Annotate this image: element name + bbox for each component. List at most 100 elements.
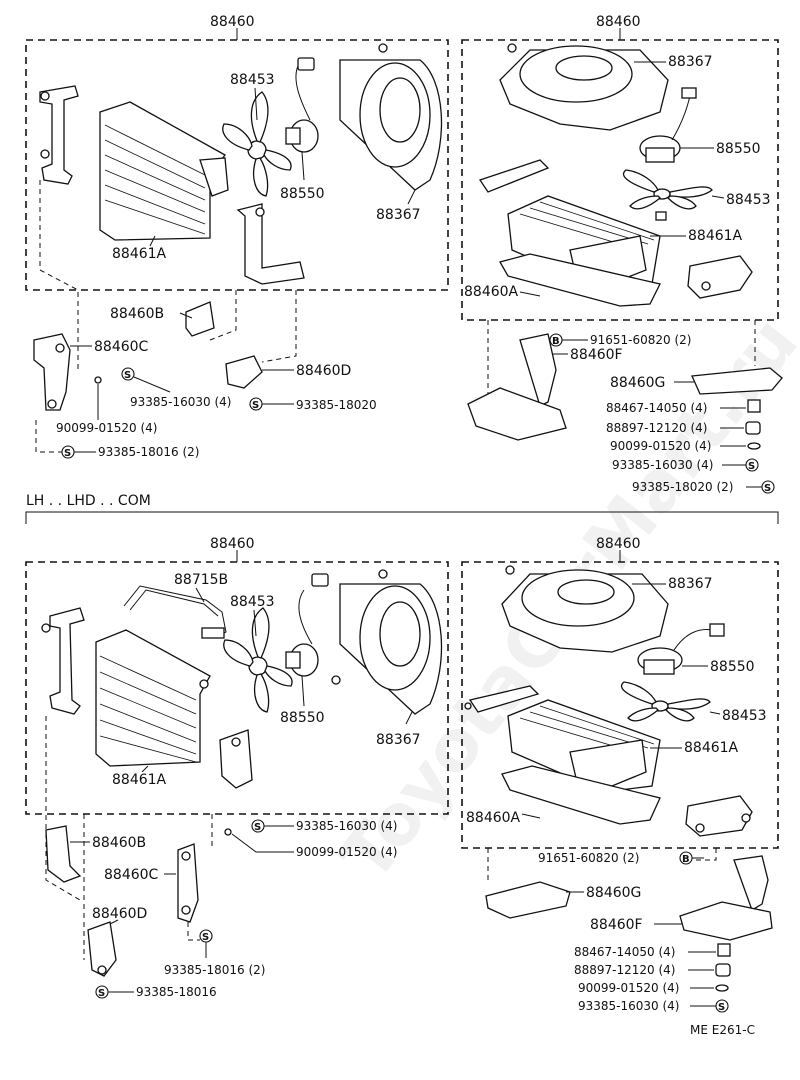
- tr-cushion-label: 88467-14050 (4): [606, 401, 708, 415]
- bl-motor: [285, 573, 341, 685]
- tl-condenser: [99, 101, 229, 241]
- br-bracket-f-label: 88460F: [590, 917, 643, 933]
- tr-side-mount: [687, 255, 753, 299]
- br-s-mark: S: [718, 1002, 725, 1013]
- br-shroud: [501, 565, 669, 653]
- br-collar-label: 88897-12120 (4): [574, 963, 676, 977]
- tr-bolt-18020-label: 93385-18020 (2): [632, 480, 734, 494]
- section-divider-label: LH . . LHD . . COM: [26, 493, 151, 509]
- tl-fan: [222, 91, 292, 197]
- tr-bracket-g-label: 88460G: [610, 375, 665, 391]
- br-bracket-a: [501, 765, 661, 825]
- br-bolt-16030-label: 93385-16030 (4): [578, 999, 680, 1013]
- bl-side-bracket: [41, 607, 85, 715]
- br-bolt-91651-label: 91651-60820 (2): [538, 851, 640, 865]
- tl-shroud: [339, 43, 443, 191]
- br-cushion-label: 88467-14050 (4): [574, 945, 676, 959]
- bl-shroud: [339, 569, 443, 715]
- bottom-right-group: 88460 88367 88550 88453: [461, 536, 779, 1013]
- br-motor-label: 88550: [710, 659, 755, 675]
- tl-s-mark-2: S: [252, 400, 259, 411]
- top-left-group: 88460: [25, 14, 449, 459]
- tr-collar-part: [745, 421, 761, 435]
- tl-bracket-d: [225, 355, 263, 389]
- tr-s-mark-1: S: [748, 461, 755, 472]
- br-fan: [620, 681, 711, 722]
- br-side-mount: [685, 795, 753, 837]
- br-b-mark: B: [682, 854, 690, 865]
- br-condenser-label: 88461A: [684, 740, 739, 756]
- tl-bracket-d-label: 88460D: [296, 363, 351, 379]
- tl-bracket-c: [33, 333, 71, 411]
- bl-assembly-label: 88460: [210, 536, 255, 552]
- br-condenser: [507, 699, 661, 793]
- bl-condenser-label: 88461A: [112, 772, 167, 788]
- bl-shroud-label: 88367: [376, 732, 421, 748]
- tl-nut-01520-label: 90099-01520 (4): [56, 421, 158, 435]
- tl-bolt-18016-label: 93385-18016 (2): [98, 445, 200, 459]
- br-top-bracket: [464, 685, 540, 713]
- bl-lower-bracket: [219, 729, 253, 789]
- tr-bolt-91651-label: 91651-60820 (2): [590, 333, 692, 347]
- bl-fan-label: 88453: [230, 594, 275, 610]
- bl-assembly-box: [25, 561, 449, 815]
- br-bracket-a-label: 88460A: [466, 810, 521, 826]
- bl-s-mark-2: S: [202, 932, 209, 943]
- bl-bolt-16030-label: 93385-16030 (4): [296, 819, 398, 833]
- bl-bracket-d-label: 88460D: [92, 906, 147, 922]
- tr-shroud: [499, 43, 669, 131]
- tr-condenser-label: 88461A: [688, 228, 743, 244]
- tr-motor: [639, 87, 697, 163]
- tl-s-mark-1: S: [124, 370, 131, 381]
- bl-bracket-d: [87, 921, 117, 977]
- section-divider: LH . . LHD . . COM: [25, 493, 779, 524]
- tr-motor-label: 88550: [716, 141, 761, 157]
- tr-bracket-g: [691, 367, 783, 395]
- bl-bracket-b: [45, 825, 82, 883]
- tr-fan: [622, 169, 713, 221]
- tr-bracket-f-label: 88460F: [570, 347, 623, 363]
- tl-lower-bracket: [236, 203, 305, 285]
- tl-bolt-18020-label: 93385-18020: [296, 398, 377, 412]
- bl-bracket-c: [177, 843, 199, 923]
- bl-pipe: [123, 585, 227, 639]
- br-cushion-part: [717, 943, 731, 957]
- br-shroud-label: 88367: [668, 576, 713, 592]
- tl-assembly-box: [25, 39, 449, 291]
- tl-bracket-b: [185, 301, 215, 337]
- br-collar-part: [715, 963, 731, 977]
- tr-fan-label: 88453: [726, 192, 771, 208]
- bl-s-mark-3: S: [98, 988, 105, 999]
- top-right-group: 88460 88367 88550 88453: [461, 14, 783, 494]
- tr-assembly-label: 88460: [596, 14, 641, 30]
- bl-bolt-18016-label: 93385-18016: [136, 985, 217, 999]
- tr-shroud-label: 88367: [668, 54, 713, 70]
- tl-bolt-16030-label: 93385-16030 (4): [130, 395, 232, 409]
- br-bracket-f: [679, 855, 773, 941]
- footer-code: ME E261-C: [690, 1023, 755, 1037]
- br-fan-label: 88453: [722, 708, 767, 724]
- tr-bolt-16030-label: 93385-16030 (4): [612, 458, 714, 472]
- tl-shroud-label: 88367: [376, 207, 421, 223]
- br-nut-part: [715, 984, 729, 992]
- br-nut-label: 90099-01520 (4): [578, 981, 680, 995]
- tr-nut-part: [747, 442, 761, 450]
- tr-collar-label: 88897-12120 (4): [606, 421, 708, 435]
- br-motor: [637, 623, 725, 675]
- tr-bracket-a: [499, 253, 661, 307]
- bottom-left-group: 88460 88715B 88461A 88453: [25, 536, 449, 999]
- tl-assembly-label: 88460: [210, 14, 255, 30]
- bl-pipe-label: 88715B: [174, 572, 228, 588]
- tr-b-mark: B: [552, 336, 560, 347]
- tr-top-bracket: [478, 159, 550, 193]
- br-assembly-box: [461, 561, 779, 849]
- tr-cushion-part: [747, 399, 761, 413]
- br-assembly-label: 88460: [596, 536, 641, 552]
- tl-condenser-label: 88461A: [112, 246, 167, 262]
- tr-assembly-box: [461, 39, 779, 321]
- tl-bracket-c-label: 88460C: [94, 339, 149, 355]
- bl-condenser: [95, 629, 211, 767]
- bl-nut-01520-label: 90099-01520 (4): [296, 845, 398, 859]
